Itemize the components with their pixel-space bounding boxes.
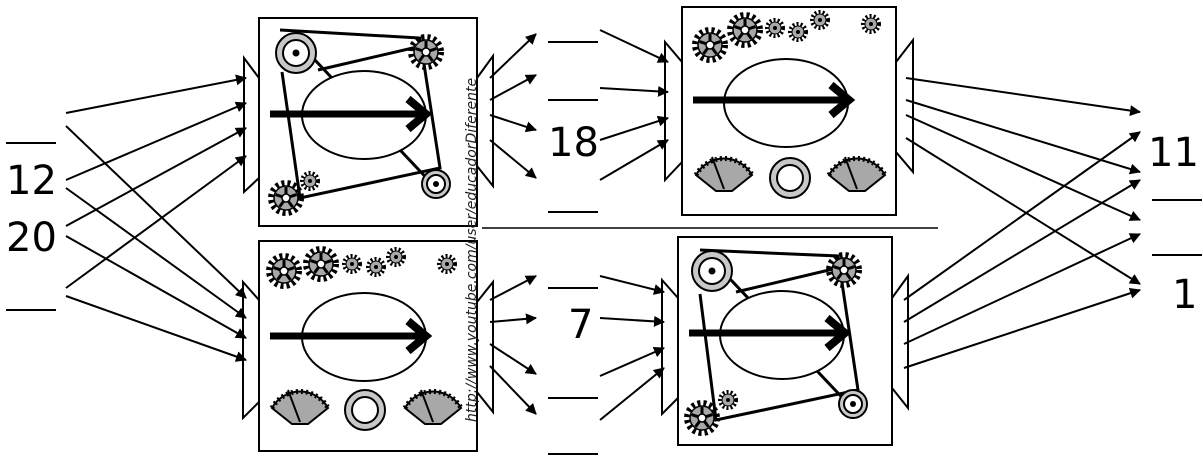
input-arrows-c bbox=[600, 30, 668, 180]
watermark-text: http://www.youtube.com/user/educadorDife… bbox=[464, 78, 480, 422]
input-value-12: 12 bbox=[6, 158, 57, 204]
output-value-11: 11 bbox=[1148, 130, 1199, 176]
input-arrows-d bbox=[600, 276, 664, 420]
pulley-icon bbox=[692, 251, 732, 291]
machine-b bbox=[243, 241, 493, 451]
output-arrows-b bbox=[490, 276, 536, 414]
middle-top-column: 18 bbox=[548, 42, 599, 212]
machine-d bbox=[662, 237, 908, 445]
pulley-icon bbox=[839, 390, 867, 418]
mid-bot-value-7: 7 bbox=[568, 302, 593, 348]
output-arrows-c bbox=[906, 78, 1140, 284]
input-arrows-b bbox=[66, 126, 246, 360]
machine-c bbox=[665, 7, 913, 215]
output-column: 11 1 bbox=[1148, 130, 1202, 318]
pulley-icon bbox=[276, 33, 316, 73]
machine-a bbox=[244, 18, 493, 226]
input-column: 12 20 bbox=[6, 143, 57, 310]
middle-bottom-column: 7 bbox=[548, 288, 598, 454]
pulley-icon bbox=[422, 170, 450, 198]
input-value-20: 20 bbox=[6, 215, 57, 261]
mid-top-value-18: 18 bbox=[548, 120, 599, 166]
output-value-1: 1 bbox=[1172, 272, 1197, 318]
ring-icon bbox=[770, 158, 810, 198]
input-arrows-a bbox=[66, 78, 246, 288]
output-arrows-a bbox=[490, 34, 536, 178]
ring-icon bbox=[345, 390, 385, 430]
